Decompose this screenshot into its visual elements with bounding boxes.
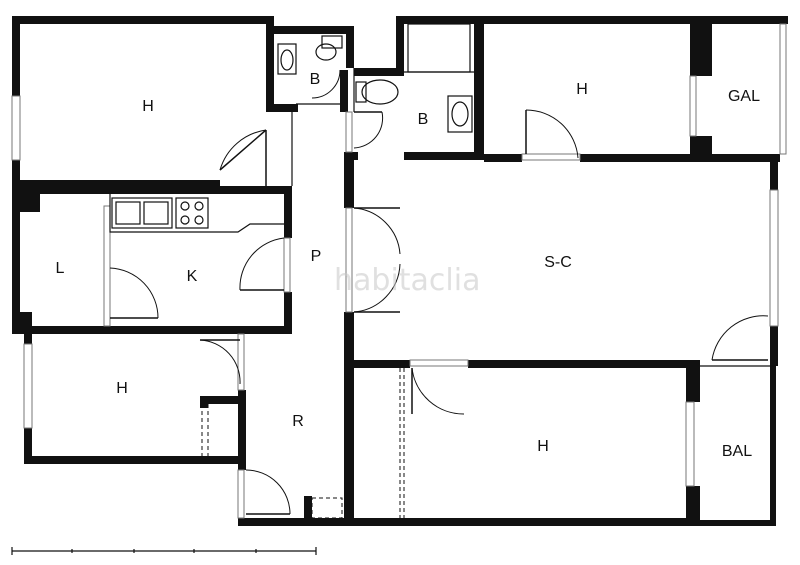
walls bbox=[12, 16, 788, 526]
room-label-p: P bbox=[311, 248, 322, 265]
room-label-l: L bbox=[56, 260, 65, 277]
room-label-h1: H bbox=[142, 98, 154, 115]
room-label-h3: H bbox=[116, 380, 128, 397]
windows bbox=[11, 23, 787, 519]
room-label-r: R bbox=[292, 413, 304, 430]
fixtures bbox=[109, 23, 473, 233]
room-label-h2: H bbox=[576, 81, 588, 98]
room-label-gal: GAL bbox=[728, 88, 760, 105]
room-label-b1: B bbox=[310, 71, 321, 88]
watermark-text: habitaclia bbox=[334, 263, 480, 298]
doors bbox=[109, 69, 769, 515]
room-label-b2: B bbox=[418, 111, 429, 128]
room-label-h4: H bbox=[537, 438, 549, 455]
scale-bar bbox=[11, 547, 317, 555]
room-label-bal: BAL bbox=[722, 443, 752, 460]
room-label-sc: S-C bbox=[544, 254, 572, 271]
room-label-k: K bbox=[187, 268, 198, 285]
room-labels: H B B H GAL L K P S-C H R H BAL bbox=[56, 71, 761, 460]
